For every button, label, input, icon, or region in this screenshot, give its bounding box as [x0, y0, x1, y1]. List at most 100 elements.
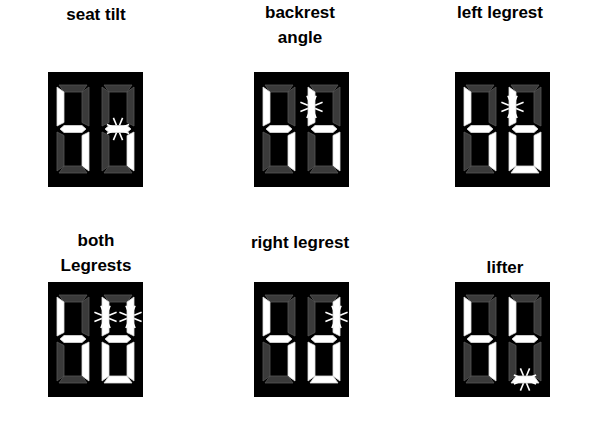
- flash-ray: [508, 96, 511, 103]
- flash-ray: [338, 321, 341, 328]
- segment: [489, 342, 496, 381]
- display-label: both Legrests: [46, 228, 146, 278]
- segment: [489, 132, 496, 171]
- label-text: right legrest: [251, 233, 349, 252]
- flash-ray: [313, 111, 316, 118]
- seven-segment-display: [455, 282, 550, 397]
- flash-ray: [300, 102, 307, 105]
- seven-segment-display: [48, 282, 143, 397]
- segment: [82, 297, 89, 336]
- flash-ray: [332, 306, 335, 313]
- flash-ray: [134, 318, 141, 321]
- flash-ray: [120, 118, 123, 125]
- display-label: backrest angle: [250, 0, 350, 50]
- segment: [464, 342, 471, 381]
- segment: [333, 87, 340, 126]
- segment: [512, 336, 538, 343]
- flash-ray: [107, 131, 114, 134]
- segment: [102, 297, 109, 336]
- flash-ray: [132, 306, 135, 313]
- flash-ray: [340, 312, 347, 315]
- flash-ray: [514, 111, 517, 118]
- flash-ray: [315, 108, 322, 111]
- segment: [467, 336, 493, 343]
- flash-ray: [94, 312, 101, 315]
- segment: [60, 336, 86, 343]
- segment: [464, 297, 471, 336]
- segment: [288, 342, 295, 381]
- flash-ray: [527, 368, 530, 375]
- segment: [102, 87, 109, 126]
- label-text: seat tilt: [66, 5, 126, 24]
- flash-ray: [501, 102, 508, 105]
- flash-ray: [122, 124, 129, 127]
- seven-segment-display: [48, 72, 143, 187]
- flash-ray: [101, 321, 104, 328]
- segment: [288, 87, 295, 126]
- flash-ray: [101, 306, 104, 313]
- segment: [105, 336, 131, 343]
- segment: [308, 342, 315, 381]
- segment: [127, 132, 134, 171]
- display-panel: [254, 72, 349, 187]
- display-label: seat tilt: [16, 2, 176, 27]
- segment: [127, 297, 134, 336]
- flash-ray: [325, 312, 332, 315]
- segment: [60, 126, 86, 133]
- segment: [311, 126, 337, 133]
- flash-ray: [313, 96, 316, 103]
- flash-ray: [94, 318, 101, 321]
- flash-ray: [520, 368, 523, 375]
- flash-ray: [514, 381, 521, 384]
- segment: [311, 336, 337, 343]
- flash-ray: [529, 381, 536, 384]
- flash-ray: [132, 321, 135, 328]
- flash-ray: [134, 312, 141, 315]
- segment: [82, 342, 89, 381]
- flash-ray: [126, 321, 129, 328]
- segment: [57, 87, 64, 126]
- flash-ray: [332, 321, 335, 328]
- flash-ray: [338, 306, 341, 313]
- segment: [82, 87, 89, 126]
- flash-ray: [107, 321, 110, 328]
- seven-segment-display: [455, 72, 550, 187]
- flash-ray: [307, 111, 310, 118]
- segment: [534, 297, 541, 336]
- segment: [308, 87, 315, 126]
- label-text: lifter: [487, 258, 524, 277]
- segment: [105, 126, 131, 133]
- seven-segment-display: [254, 72, 349, 187]
- segment: [489, 297, 496, 336]
- segment: [308, 132, 315, 171]
- display-panel: [48, 72, 143, 187]
- segment: [57, 297, 64, 336]
- segment: [467, 126, 493, 133]
- segment: [82, 132, 89, 171]
- flash-ray: [340, 318, 347, 321]
- flash-ray: [527, 383, 530, 390]
- segment: [263, 342, 270, 381]
- segment: [509, 87, 516, 126]
- display-label: right legrest: [220, 230, 380, 255]
- flash-ray: [520, 383, 523, 390]
- segment: [509, 297, 516, 336]
- segment: [464, 132, 471, 171]
- flash-ray: [113, 133, 116, 140]
- label-text: backrest angle: [265, 3, 335, 47]
- flash-ray: [122, 131, 129, 134]
- segment: [288, 297, 295, 336]
- segment: [127, 87, 134, 126]
- flash-ray: [126, 306, 129, 313]
- segment: [333, 342, 340, 381]
- flash-ray: [107, 306, 110, 313]
- display-label: left legrest: [455, 0, 545, 25]
- flash-ray: [516, 108, 523, 111]
- segment: [57, 342, 64, 381]
- display-panel: [254, 282, 349, 397]
- flash-ray: [109, 318, 116, 321]
- segment: [333, 132, 340, 171]
- display-panel: [455, 282, 550, 397]
- flash-ray: [501, 108, 508, 111]
